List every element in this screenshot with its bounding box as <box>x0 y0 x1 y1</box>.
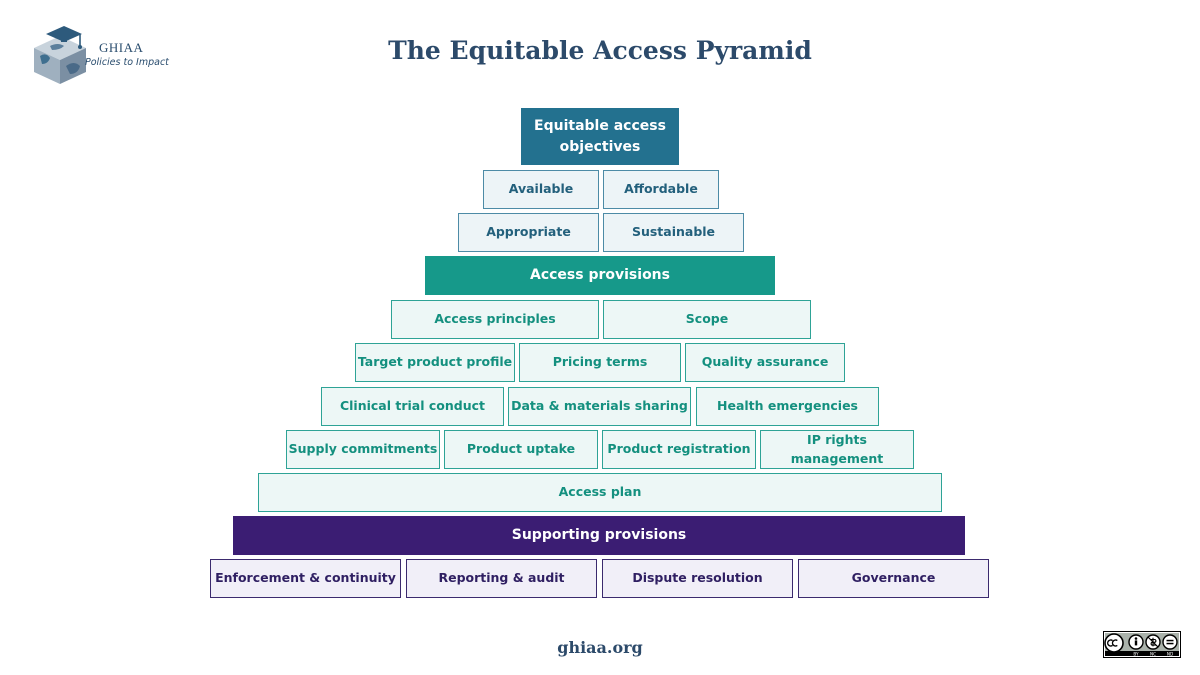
brand-tagline: Policies to Impact <box>85 57 169 68</box>
access-product-uptake: Product uptake <box>444 430 598 469</box>
supporting-enforcement-continuity: Enforcement & continuity <box>210 559 401 598</box>
access-health-emergencies: Health emergencies <box>696 387 879 426</box>
objective-affordable: Affordable <box>603 170 719 209</box>
cc-nd-label: ND <box>1167 652 1173 657</box>
access-target-product-profile: Target product profile <box>355 343 515 382</box>
supporting-provisions-header: Supporting provisions <box>233 516 965 555</box>
access-provisions-header: Access provisions <box>425 256 775 295</box>
cc-by-label: BY <box>1133 652 1139 657</box>
ghiaa-logo-icon <box>34 26 86 84</box>
access-pricing-terms: Pricing terms <box>519 343 681 382</box>
supporting-reporting-audit: Reporting & audit <box>406 559 597 598</box>
objectives-header: Equitable access objectives <box>521 108 679 165</box>
objective-sustainable: Sustainable <box>603 213 744 252</box>
access-data-materials-sharing: Data & materials sharing <box>508 387 691 426</box>
brand-name: GHIAA <box>99 40 144 55</box>
access-supply-commitments: Supply commitments <box>286 430 440 469</box>
access-principles: Access principles <box>391 300 599 339</box>
supporting-dispute-resolution: Dispute resolution <box>602 559 793 598</box>
cc-nc-label: NC <box>1150 652 1156 657</box>
access-clinical-trial-conduct: Clinical trial conduct <box>321 387 504 426</box>
page-title: The Equitable Access Pyramid <box>388 36 812 65</box>
access-product-registration: Product registration <box>602 430 756 469</box>
supporting-governance: Governance <box>798 559 989 598</box>
objective-appropriate: Appropriate <box>458 213 599 252</box>
access-scope: Scope <box>603 300 811 339</box>
access-plan: Access plan <box>258 473 942 512</box>
access-ip-rights-management: IP rights management <box>760 430 914 469</box>
footer-website: ghiaa.org <box>557 638 643 657</box>
cc-license-icon: BY NC ND <box>1103 631 1181 658</box>
objective-available: Available <box>483 170 599 209</box>
access-quality-assurance: Quality assurance <box>685 343 845 382</box>
